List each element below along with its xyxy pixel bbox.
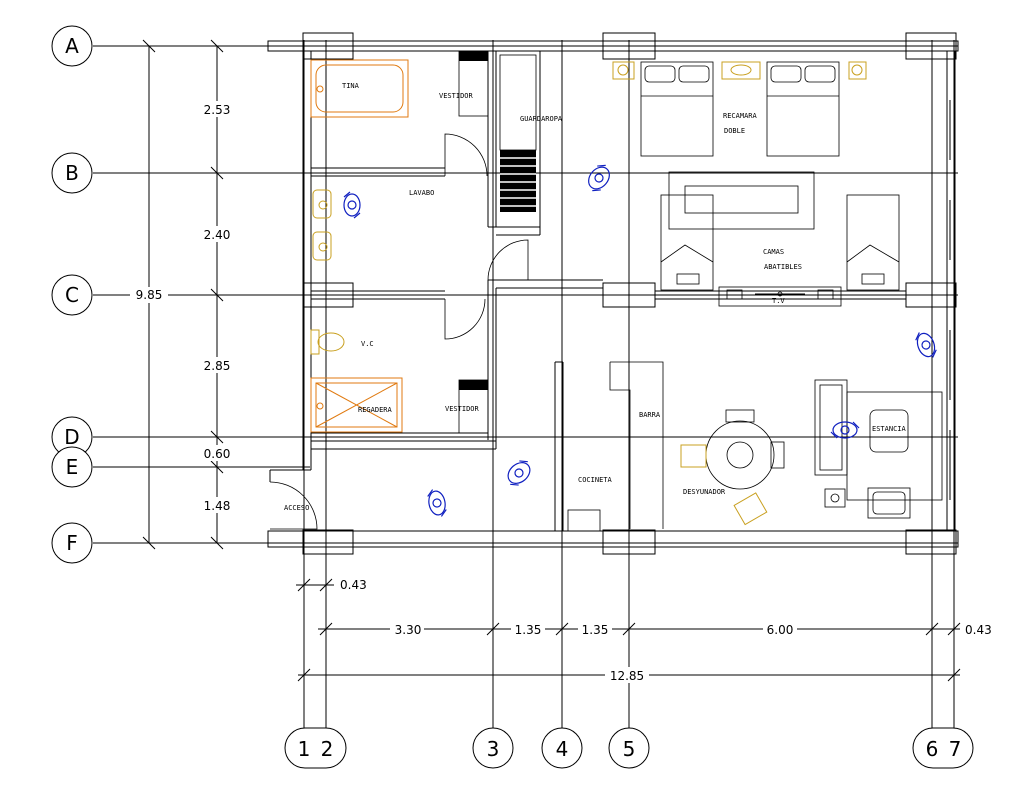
row-label-e: E [66,455,79,479]
label-vc: V.C [361,340,374,348]
vertical-dimensions: 2.53 2.40 2.85 0.60 1.48 9.85 [130,39,236,550]
dim-e-f: 1.48 [204,499,231,513]
label-cocineta: COCINETA [578,476,613,484]
doors [269,133,529,530]
bar-counter [567,361,664,532]
label-acceso: ACCESO [284,504,309,512]
col-label-7: 7 [949,737,962,761]
row-label-b: B [65,161,79,185]
label-lavabo: LAVABO [409,189,434,197]
dim-5-6: 6.00 [767,623,794,637]
row-label-f: F [66,531,78,555]
tv-cabinet [718,286,842,307]
label-barra: BARRA [639,411,661,419]
label-camas: CAMAS [763,248,784,256]
person-symbols [343,164,937,517]
horizontal-dimensions: 0.43 3.30 1.35 1.35 6.00 0.43 12.85 [296,578,992,683]
dining-set [680,409,785,526]
col-label-3: 3 [487,737,500,761]
interior-walls [311,51,906,531]
col-label-5: 5 [623,737,636,761]
row-label-c: C [65,283,79,307]
label-abatibles: ABATIBLES [764,263,802,271]
dim-total-horizontal: 12.85 [610,669,644,683]
row-label-a: A [65,34,79,58]
shower [310,377,403,433]
grid-lines [93,40,958,728]
living-furniture [814,379,943,519]
row-label-d: D [64,425,79,449]
closet-fixtures [458,50,537,434]
dim-2-3: 3.30 [395,623,422,637]
dim-total-vertical: 9.85 [136,288,163,302]
col-label-6: 6 [926,737,939,761]
label-vestidor-top: VESTIDOR [439,92,474,100]
folding-beds [660,171,900,291]
room-labels: TINA VESTIDOR GUARDAROPA RECAMARA DOBLE … [284,82,907,512]
dim-edge-right: 0.43 [965,623,992,637]
label-estancia: ESTANCIA [872,425,907,433]
dim-4-5: 1.35 [582,623,609,637]
dim-edge-left: 0.43 [340,578,367,592]
label-recamara: RECAMARA [723,112,758,120]
col-label-4: 4 [556,737,569,761]
toilet [310,329,345,355]
label-regadera: REGADERA [358,406,393,414]
dim-c-d: 2.85 [204,359,231,373]
dim-d-e: 0.60 [204,447,231,461]
dim-3-4: 1.35 [515,623,542,637]
nightstands [612,61,867,80]
sinks [312,189,332,261]
structural-columns [302,32,957,555]
column-bubbles: 1 2 3 4 5 6 7 [284,727,974,769]
double-beds [640,61,840,157]
label-tina: TINA [342,82,360,90]
dim-a-b: 2.53 [204,103,231,117]
col-label-2: 2 [321,737,334,761]
dim-b-c: 2.40 [204,228,231,242]
label-doble: DOBLE [724,127,745,135]
exterior-walls [267,40,959,548]
label-guardaropa: GUARDAROPA [520,115,563,123]
label-vestidor-bottom: VESTIDOR [445,405,480,413]
bathtub [310,59,409,118]
label-desayunador: DESYUNADOR [683,488,726,496]
label-tv: T.V [772,297,785,305]
row-bubbles: A B C D E F [51,25,93,564]
col-label-1: 1 [298,737,311,761]
